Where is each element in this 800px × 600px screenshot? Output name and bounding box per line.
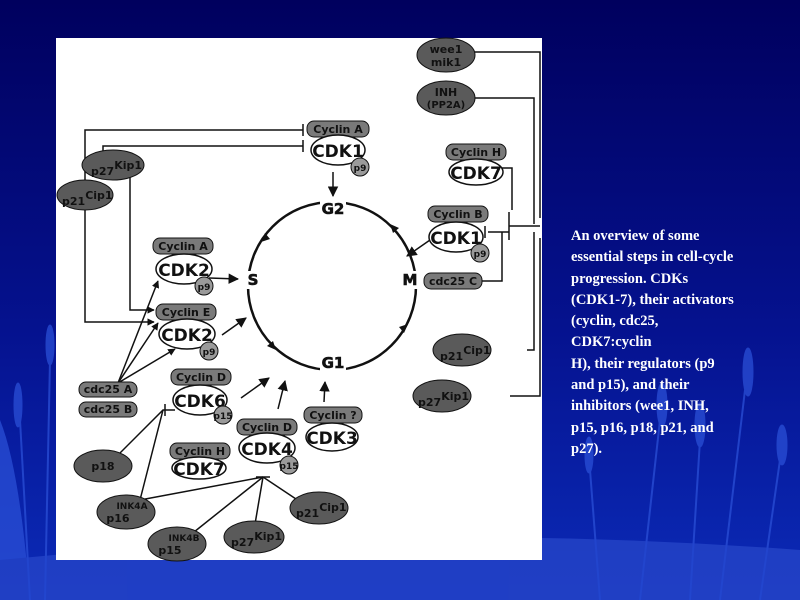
svg-text:p21Cip1: p21Cip1 xyxy=(62,189,113,208)
cip1-top-label: Cip1 xyxy=(85,189,112,202)
p21cip1-right-node: p21Cip1 xyxy=(432,333,492,367)
cdk6-label: CDK6 xyxy=(174,392,226,412)
cdk7-bottom-label: CDK7 xyxy=(173,460,225,480)
mik1-label: mik1 xyxy=(431,56,461,69)
cyclin-b-label: Cyclin B xyxy=(433,208,482,221)
p18-node: p18 xyxy=(73,449,133,483)
p27-right-label: p27 xyxy=(418,396,441,409)
p27kip1-bottom-node: p27Kip1 xyxy=(223,520,285,554)
svg-text:p21Cip1: p21Cip1 xyxy=(440,344,491,363)
cyclin-d-cdk4-complex: Cyclin D CDK4 p15 xyxy=(236,418,299,475)
p15-label: p15 xyxy=(158,544,181,557)
activation-arrows xyxy=(208,172,431,410)
inh-label: INH xyxy=(435,86,458,99)
cyclin-a-cdk2-complex: Cyclin A CDK2 p9 xyxy=(152,237,214,296)
p27kip1-top-node: p27Kip1 xyxy=(81,149,145,181)
caption-text: An overview of some essential steps in c… xyxy=(571,228,734,457)
wee1-label: wee1 xyxy=(430,43,463,56)
cycle-direction-arrows xyxy=(261,224,408,350)
cdc25c-label: cdc25 C xyxy=(429,275,477,288)
cyclin-h-top-label: Cyclin H xyxy=(451,146,501,159)
cyclin-a-cdk1-complex: Cyclin A CDK1 p9 xyxy=(306,120,370,177)
phase-s: S xyxy=(248,271,259,289)
cyclin-a-cdk2-cyclin-label: Cyclin A xyxy=(158,240,208,253)
ink4a-p16-node: INK4A p16 xyxy=(96,494,156,530)
cdc25c-node: cdc25 C xyxy=(423,272,483,290)
kip1-right-label: Kip1 xyxy=(441,390,469,403)
ink4a-label: INK4A xyxy=(116,502,147,512)
phase-g2: G2 xyxy=(322,200,345,218)
cdc25ab-nodes: cdc25 A cdc25 B xyxy=(78,381,138,418)
svg-text:p27Kip1: p27Kip1 xyxy=(91,159,142,178)
p15-cdk6-label: p15 xyxy=(214,412,233,422)
kip1-top-label: Kip1 xyxy=(114,159,142,172)
cdk4-label: CDK4 xyxy=(241,440,293,460)
p27kip1-right-node: p27Kip1 xyxy=(412,379,472,413)
p21-top-label: p21 xyxy=(62,195,85,208)
cdk1-right-label: CDK1 xyxy=(430,229,482,249)
p15-cdk4-label: p15 xyxy=(280,462,299,472)
wee1-mik1-node: wee1 mik1 xyxy=(416,37,476,73)
cyclin-h-cdk7-top-complex: Cyclin H CDK7 xyxy=(445,143,507,186)
svg-text:p27Kip1: p27Kip1 xyxy=(231,530,282,549)
cyclin-d-cdk6-cyclin-label: Cyclin D xyxy=(176,371,226,384)
pp2a-label: (PP2A) xyxy=(427,100,466,111)
phase-g1: G1 xyxy=(322,354,345,372)
diagram-panel xyxy=(56,38,542,560)
cyclin-d-cdk4-cyclin-label: Cyclin D xyxy=(242,421,292,434)
cdk2-e-label: CDK2 xyxy=(161,326,213,346)
cyclin-d-cdk6-complex: Cyclin D CDK6 p15 xyxy=(170,368,233,425)
inh-pp2a-node: INH (PP2A) xyxy=(416,80,476,116)
cdc25a-label: cdc25 A xyxy=(84,383,133,396)
p9-top-label: p9 xyxy=(354,164,367,174)
ink4b-label: INK4B xyxy=(169,534,200,544)
p27-bottom-label: p27 xyxy=(231,536,254,549)
p27-top-label: p27 xyxy=(91,165,114,178)
p21-bottom-label: p21 xyxy=(296,507,319,520)
p9-cdk2a-label: p9 xyxy=(198,283,211,293)
cyclin-e-cdk2-complex: Cyclin E CDK2 p9 xyxy=(155,303,219,361)
cyclin-unknown-label: Cyclin ? xyxy=(309,409,356,422)
cip1-right-label: Cip1 xyxy=(463,344,490,357)
p21cip1-bottom-node: p21Cip1 xyxy=(289,491,349,525)
kip1-bottom-label: Kip1 xyxy=(254,530,282,543)
cdc25b-label: cdc25 B xyxy=(84,403,132,416)
p18-label: p18 xyxy=(91,460,114,473)
svg-text:p21Cip1: p21Cip1 xyxy=(296,501,347,520)
cyclin-e-label: Cyclin E xyxy=(162,306,210,319)
phase-m: M xyxy=(403,271,418,289)
p16-label: p16 xyxy=(106,512,130,525)
svg-text:p27Kip1: p27Kip1 xyxy=(418,390,469,409)
p9-cdk2e-label: p9 xyxy=(203,348,216,358)
cyclin-b-cdk1-complex: Cyclin B CDK1 p9 xyxy=(427,205,490,263)
cdk7-top-label: CDK7 xyxy=(450,164,502,184)
ink4b-p15-node: INK4B p15 xyxy=(147,526,207,562)
cyclin-unknown-cdk3-complex: Cyclin ? CDK3 xyxy=(303,406,363,452)
cip1-bottom-label: Cip1 xyxy=(319,501,346,514)
p21cip1-top-node: p21Cip1 xyxy=(56,179,114,211)
p21-right-label: p21 xyxy=(440,350,463,363)
cyclin-h-cdk7-bottom-complex: Cyclin H CDK7 xyxy=(169,442,231,480)
cdk3-label: CDK3 xyxy=(306,429,358,449)
cyclin-h-bottom-label: Cyclin H xyxy=(175,445,225,458)
cdk2-a-label: CDK2 xyxy=(158,261,210,281)
cdk1-top-label: CDK1 xyxy=(312,142,364,162)
cyclin-a-label: Cyclin A xyxy=(313,123,363,136)
p9-right-label: p9 xyxy=(474,250,487,260)
